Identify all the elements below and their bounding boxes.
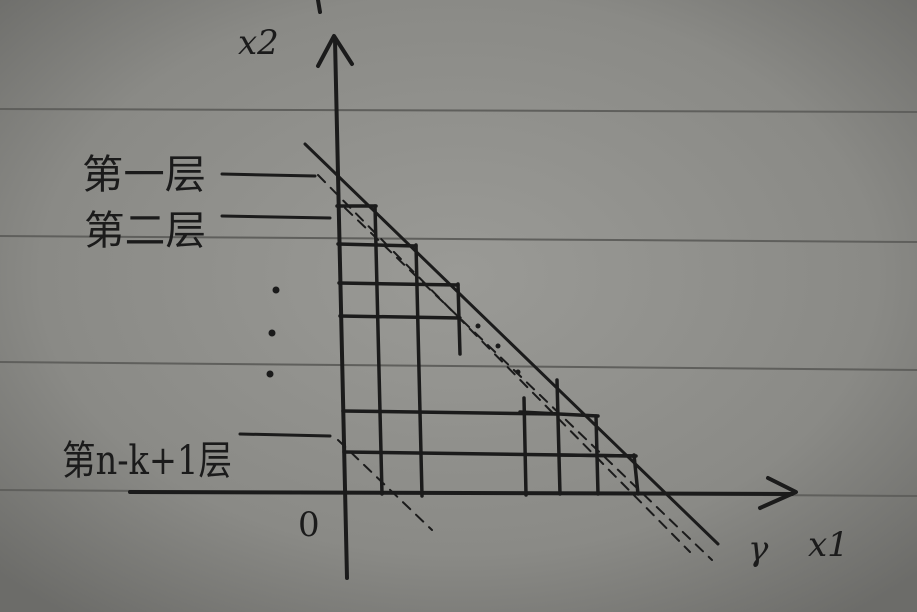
ellipsis-dot (495, 343, 501, 349)
ellipsis-dot (272, 286, 280, 294)
origin-label: 0 (298, 505, 320, 545)
x-axis-arrow (758, 476, 798, 510)
grid-vline (632, 453, 640, 496)
x-axis (128, 490, 794, 496)
grid-vline (373, 204, 384, 496)
vertical-ellipsis (266, 286, 280, 378)
ruling-line (0, 361, 917, 371)
grid-vline (555, 378, 562, 496)
diagram (128, 0, 798, 580)
ellipsis-dot (475, 323, 481, 329)
axis-top-stub (316, 0, 322, 14)
dashed-diagonal (337, 439, 433, 531)
leader-line-first (220, 172, 317, 178)
layer-label-last: 第n-k+1层 (62, 438, 232, 484)
grid-hline (338, 314, 462, 320)
ruling-line (0, 108, 917, 113)
diagonal-ellipsis (475, 323, 521, 375)
ellipsis-dot (266, 370, 274, 378)
layer-label-second: 第二层 (84, 208, 206, 254)
grid-vline (456, 282, 462, 356)
grid-hline (558, 453, 636, 458)
ellipsis-dot (515, 369, 521, 375)
y-axis (333, 38, 349, 580)
layer-grid (335, 204, 640, 498)
ruling-line (0, 235, 917, 243)
dashed-diagonal (317, 174, 691, 553)
grid-hline (337, 281, 460, 287)
leader-line-last (238, 432, 332, 438)
ellipsis-dot (268, 329, 276, 337)
grid-vline (414, 243, 424, 498)
y-axis-arrow (316, 34, 354, 68)
dashed-diagonal (344, 207, 713, 561)
gamma-label: γ (748, 529, 769, 569)
grid-vline (522, 396, 528, 497)
leader-line-second (220, 214, 332, 220)
y-axis-label: x2 (238, 23, 279, 63)
x-axis-label: x1 (808, 525, 849, 565)
layer-label-first: 第一层 (82, 152, 206, 198)
